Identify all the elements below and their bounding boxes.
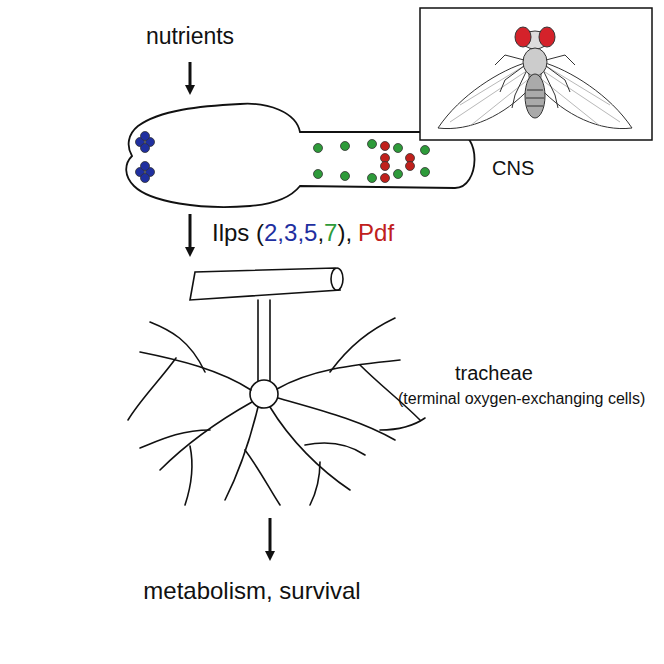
trachea-cell [128,268,425,505]
signal-label: Pdf [358,220,394,246]
signal-label-row: Ilps (2,3,5,7),Pdf [212,220,394,246]
tissue-note: (terminal oxygen-exchanging cells) [398,390,645,408]
fly-inset [420,8,652,140]
signal-label: 2,3,5 [264,220,317,246]
signal-label: ), [337,220,352,246]
neuron-dots [136,132,430,183]
organ-label: CNS [492,157,534,179]
signal-label: , [317,220,324,246]
signal-label: 7 [324,220,337,246]
output-label: metabolism, survival [143,578,360,604]
input-label: nutrients [146,24,234,49]
tissue-label: tracheae [455,362,533,384]
signal-label: Ilps ( [212,220,264,246]
